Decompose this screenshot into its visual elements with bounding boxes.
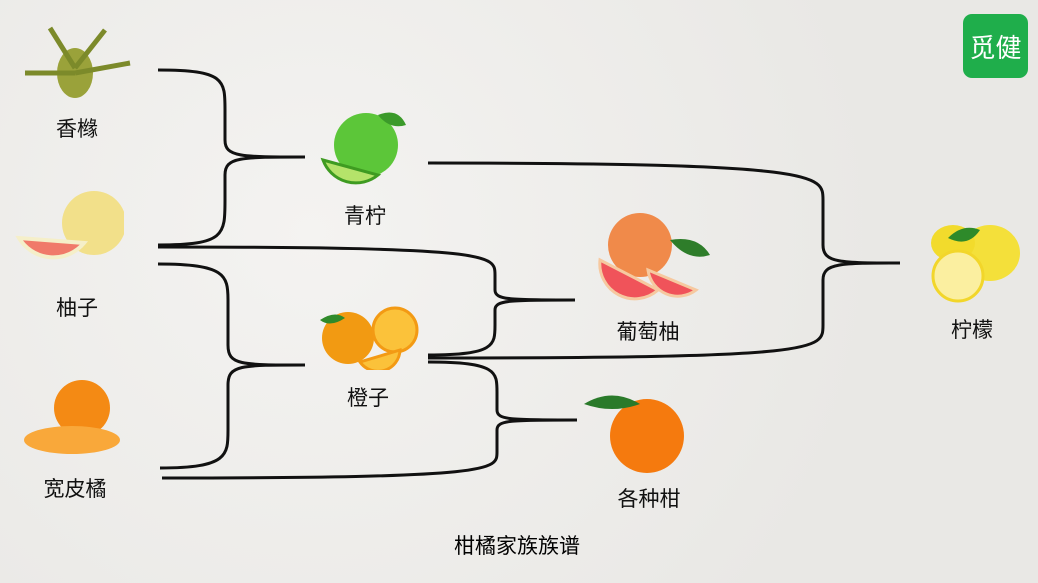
diagram-title: 柑橘家族族谱 bbox=[454, 534, 580, 558]
lemon-image bbox=[931, 225, 1020, 303]
grapefruit-image bbox=[598, 213, 710, 301]
bracket-orange-to-varieties bbox=[161, 360, 578, 480]
citron-image bbox=[25, 26, 131, 98]
bracket-lime-orange-to-lemon bbox=[427, 161, 901, 360]
node-citron: 香橼 bbox=[56, 117, 98, 141]
pomelo-image bbox=[15, 191, 124, 260]
node-lemon: 柠檬 bbox=[951, 318, 993, 342]
mandarin-image bbox=[24, 380, 120, 454]
node-varieties: 各种柑 bbox=[617, 487, 681, 511]
lime-image bbox=[320, 112, 406, 185]
bracket-pomelo-orange-to-grapefruit bbox=[157, 245, 576, 357]
node-orange: 橙子 bbox=[347, 386, 389, 410]
node-pomelo: 柚子 bbox=[56, 296, 98, 320]
bracket-citron-pomelo-to-lime bbox=[157, 68, 306, 247]
mandarin-variety-image bbox=[584, 395, 684, 473]
node-grapefruit: 葡萄柚 bbox=[616, 320, 680, 344]
node-mandarin: 宽皮橘 bbox=[43, 477, 107, 501]
orange-image bbox=[320, 306, 419, 370]
node-lime: 青柠 bbox=[344, 204, 386, 228]
bracket-pomelo-mandarin-to-orange bbox=[157, 262, 306, 470]
brand-logo: 觅健 bbox=[963, 14, 1028, 78]
